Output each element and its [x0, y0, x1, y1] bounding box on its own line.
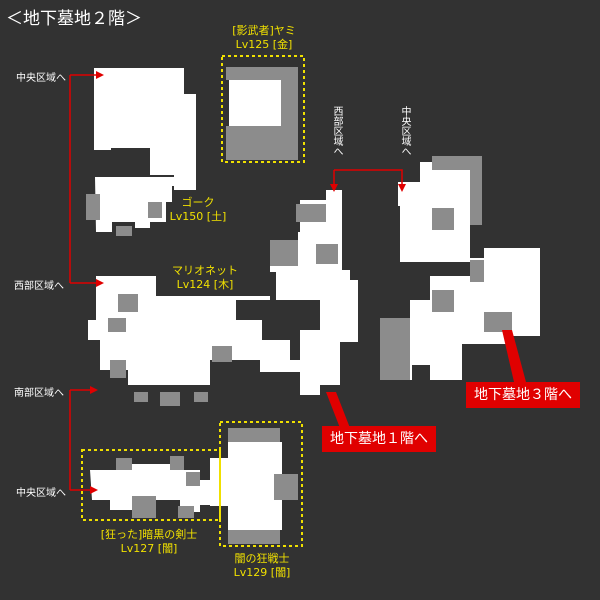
monster-dark-swordsman: [狂った]暗黒の剣士 Lv127 [闇]	[84, 528, 214, 556]
callout-b3-pointer	[502, 330, 526, 382]
floor-marionette	[88, 276, 340, 395]
monster-yami: [影武者]ヤミ Lv125 [金]	[222, 24, 306, 52]
monster-gork-name: ゴーク	[181, 196, 215, 209]
monster-dark-swordsman-name: [狂った]暗黒の剣士	[100, 528, 198, 541]
exit-to-b3[interactable]: 地下墓地３階へ	[466, 382, 580, 408]
edge-label-central-bottom[interactable]: 中央区域へ	[16, 488, 66, 499]
floor-yami-room	[229, 80, 281, 126]
monster-yami-name: [影武者]ヤミ	[232, 24, 296, 37]
edge-label-west-top[interactable]: 西部区域へ	[331, 106, 342, 156]
monster-dark-swordsman-level: Lv127 [闇]	[120, 542, 178, 555]
yami-highlight	[221, 55, 305, 163]
route-lines	[69, 74, 403, 491]
yami-room-wall	[226, 67, 298, 160]
edge-label-central-right[interactable]: 中央区域へ	[399, 106, 410, 156]
exit-to-b1[interactable]: 地下墓地１階へ	[322, 426, 436, 452]
floor-dark-swordsman	[90, 464, 216, 512]
pillars	[86, 67, 512, 544]
monster-marionette: マリオネット Lv124 [木]	[160, 264, 250, 292]
arrow-head-central-top	[96, 71, 104, 79]
warrior-highlight	[219, 421, 303, 547]
arrow-head-b1-left	[330, 184, 338, 192]
floor-gork	[95, 177, 196, 232]
floor-central-corridor	[270, 190, 358, 342]
edge-label-central-top[interactable]: 中央区域へ	[16, 73, 66, 84]
callout-b1-pointer	[326, 392, 350, 428]
arrow-head-south	[90, 386, 98, 394]
monster-dark-warrior: 闇の狂戦士 Lv129 [闇]	[220, 552, 304, 580]
floor-top-left-ring	[94, 68, 184, 175]
monster-marionette-name: マリオネット	[172, 264, 238, 277]
arrow-head-central-bottom	[90, 486, 98, 494]
swordsman-highlight	[81, 449, 221, 521]
monster-dark-warrior-name: 闇の狂戦士	[234, 552, 290, 565]
arrow-head-b1-right	[398, 184, 406, 192]
floor-areas	[88, 68, 540, 530]
highlight-boxes	[81, 55, 305, 547]
b3-top-wall	[432, 156, 482, 225]
monster-gork-level: Lv150 [土]	[169, 210, 227, 223]
edge-label-south[interactable]: 南部区域へ	[14, 388, 64, 399]
monster-yami-level: Lv125 [金]	[235, 38, 293, 51]
monster-marionette-level: Lv124 [木]	[176, 278, 234, 291]
monster-dark-warrior-level: Lv129 [闇]	[233, 566, 291, 579]
monster-gork: ゴーク Lv150 [土]	[158, 196, 238, 224]
arrow-heads	[90, 71, 406, 494]
map-title: ＜地下墓地２階＞	[6, 9, 142, 29]
edge-label-west[interactable]: 西部区域へ	[14, 281, 64, 292]
arrow-head-west	[96, 279, 104, 287]
route-b1-connector	[334, 169, 403, 186]
